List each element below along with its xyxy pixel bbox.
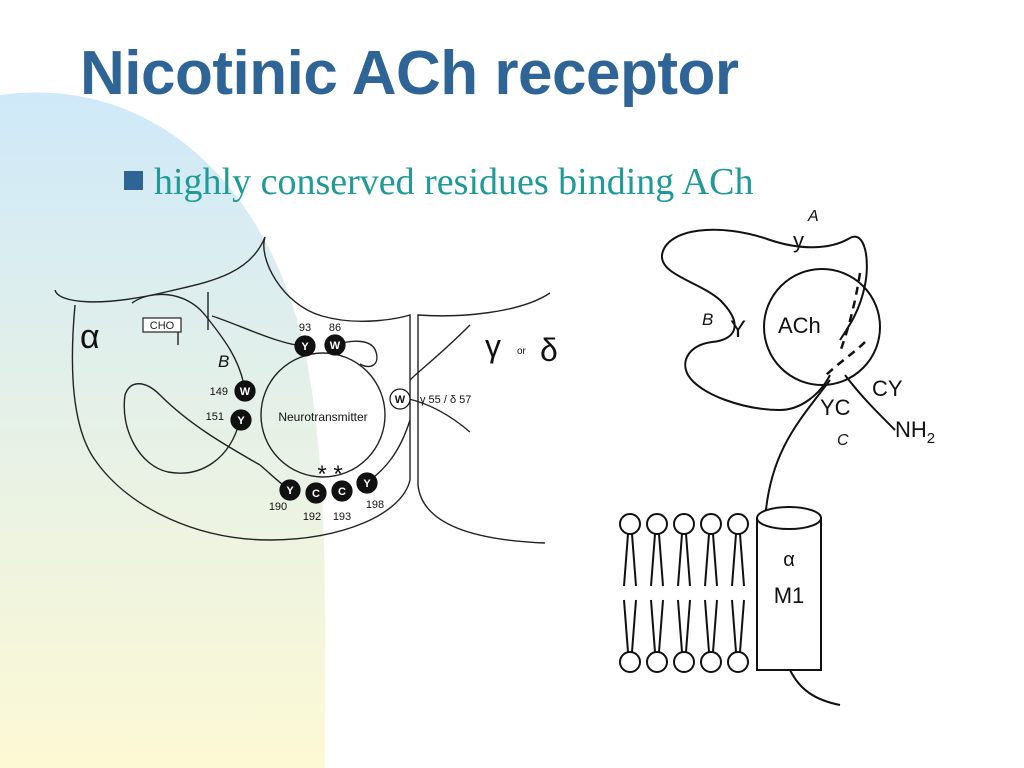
residue-marker bbox=[294, 335, 316, 357]
lipid-head bbox=[646, 651, 668, 673]
gamma-delta-subunit-outline bbox=[417, 292, 551, 544]
loop-b-residue: Y bbox=[730, 316, 746, 343]
lipid-head bbox=[700, 651, 722, 673]
m1-label: M1 bbox=[774, 583, 805, 608]
lipid-tail bbox=[623, 533, 637, 587]
lipid-tail bbox=[650, 599, 664, 653]
residue-letter: W bbox=[395, 394, 406, 406]
lipid-head bbox=[673, 513, 695, 535]
delta-label: δ bbox=[540, 332, 558, 368]
residue-marker bbox=[230, 409, 252, 431]
neurotransmitter-circle bbox=[260, 352, 386, 478]
cho-label: CHO bbox=[150, 320, 175, 332]
lipid-tail bbox=[731, 533, 745, 587]
residue-letter: C bbox=[312, 488, 320, 500]
m1-helix bbox=[756, 506, 822, 671]
lipid-head bbox=[619, 513, 641, 535]
residue-number: 93 bbox=[299, 322, 311, 334]
alpha-label: α bbox=[80, 318, 100, 356]
loop-c-label: C bbox=[837, 432, 849, 449]
residue-number: 192 bbox=[303, 511, 321, 523]
yc-label: YC bbox=[820, 395, 851, 420]
gamma-label: γ bbox=[485, 328, 501, 364]
residue-letter: Y bbox=[363, 478, 371, 490]
residue-letter: Y bbox=[237, 415, 245, 427]
residue-letter: W bbox=[240, 386, 251, 398]
loop-b-label: B bbox=[218, 352, 229, 371]
loop-a-residue: y bbox=[793, 228, 804, 253]
extracellular-loop bbox=[660, 228, 868, 412]
loop-b-strand bbox=[131, 293, 246, 391]
residue-number: 86 bbox=[329, 322, 341, 334]
lipid-head bbox=[619, 651, 641, 673]
intracellular-tail bbox=[789, 669, 841, 706]
lipid-tail bbox=[677, 533, 691, 587]
complementary-line-2 bbox=[409, 324, 471, 381]
neurotransmitter-label: Neurotransmitter bbox=[278, 410, 367, 424]
residue-marker bbox=[279, 479, 301, 501]
residue-marker bbox=[356, 472, 378, 494]
complementary-line-1 bbox=[408, 398, 471, 433]
ach-label: ACh bbox=[778, 313, 821, 338]
lipid-tail bbox=[731, 599, 745, 653]
bullet-square-icon bbox=[124, 171, 143, 190]
loop-b-return bbox=[123, 383, 261, 474]
strand-to-m1 bbox=[764, 379, 831, 521]
c-terminal-tail bbox=[844, 374, 896, 431]
lipid-head bbox=[700, 513, 722, 535]
lipid-head bbox=[727, 513, 749, 535]
lipid-tail bbox=[650, 533, 664, 587]
loop-connector-86 bbox=[335, 340, 378, 368]
residue-letter: Y bbox=[301, 341, 309, 353]
complementary-residue-label: γ 55 / δ 57 bbox=[420, 394, 471, 406]
loop-a-label: A bbox=[807, 208, 819, 225]
slide-title: Nicotinic ACh receptor bbox=[80, 39, 739, 108]
residue-marker bbox=[234, 380, 256, 402]
residue-letter: Y bbox=[286, 485, 294, 497]
disulfide-dash-diagonal bbox=[825, 341, 866, 376]
residue-number: 193 bbox=[333, 511, 351, 523]
residue-number: 198 bbox=[366, 499, 384, 511]
lipid-head bbox=[646, 513, 668, 535]
residue-number: 151 bbox=[206, 411, 224, 423]
lipid-tail bbox=[623, 599, 637, 653]
lipid-bilayer bbox=[619, 513, 749, 673]
or-label: or bbox=[517, 346, 527, 357]
residue-letter: W bbox=[330, 340, 341, 352]
nh2-label: NH2 bbox=[895, 417, 935, 447]
m1-alpha-label: α bbox=[783, 549, 795, 571]
lipid-head bbox=[727, 651, 749, 673]
lipid-tail bbox=[704, 533, 718, 587]
bullet-item: highly conserved residues binding ACh bbox=[124, 160, 753, 204]
residue-number: 190 bbox=[269, 501, 287, 513]
bullet-text: highly conserved residues binding ACh bbox=[154, 161, 754, 203]
cy-label: CY bbox=[872, 376, 903, 401]
alpha-subunit-body bbox=[71, 236, 411, 541]
alpha-subunit-outline bbox=[54, 236, 266, 303]
disulfide-dash-vertical bbox=[838, 272, 862, 353]
lipid-tail bbox=[677, 599, 691, 653]
loop-b-label-right: B bbox=[702, 310, 713, 329]
ach-ligand-circle bbox=[763, 268, 881, 386]
lipid-head bbox=[673, 651, 695, 673]
residue-number: 149 bbox=[210, 386, 228, 398]
cho-box bbox=[142, 317, 182, 333]
residue-marker bbox=[389, 388, 411, 410]
residue-marker bbox=[305, 482, 327, 504]
residue-marker bbox=[324, 334, 346, 356]
lipid-tail bbox=[704, 599, 718, 653]
residue-letter: C bbox=[338, 486, 346, 498]
cho-stalk bbox=[177, 292, 209, 345]
residue-marker bbox=[331, 480, 353, 502]
